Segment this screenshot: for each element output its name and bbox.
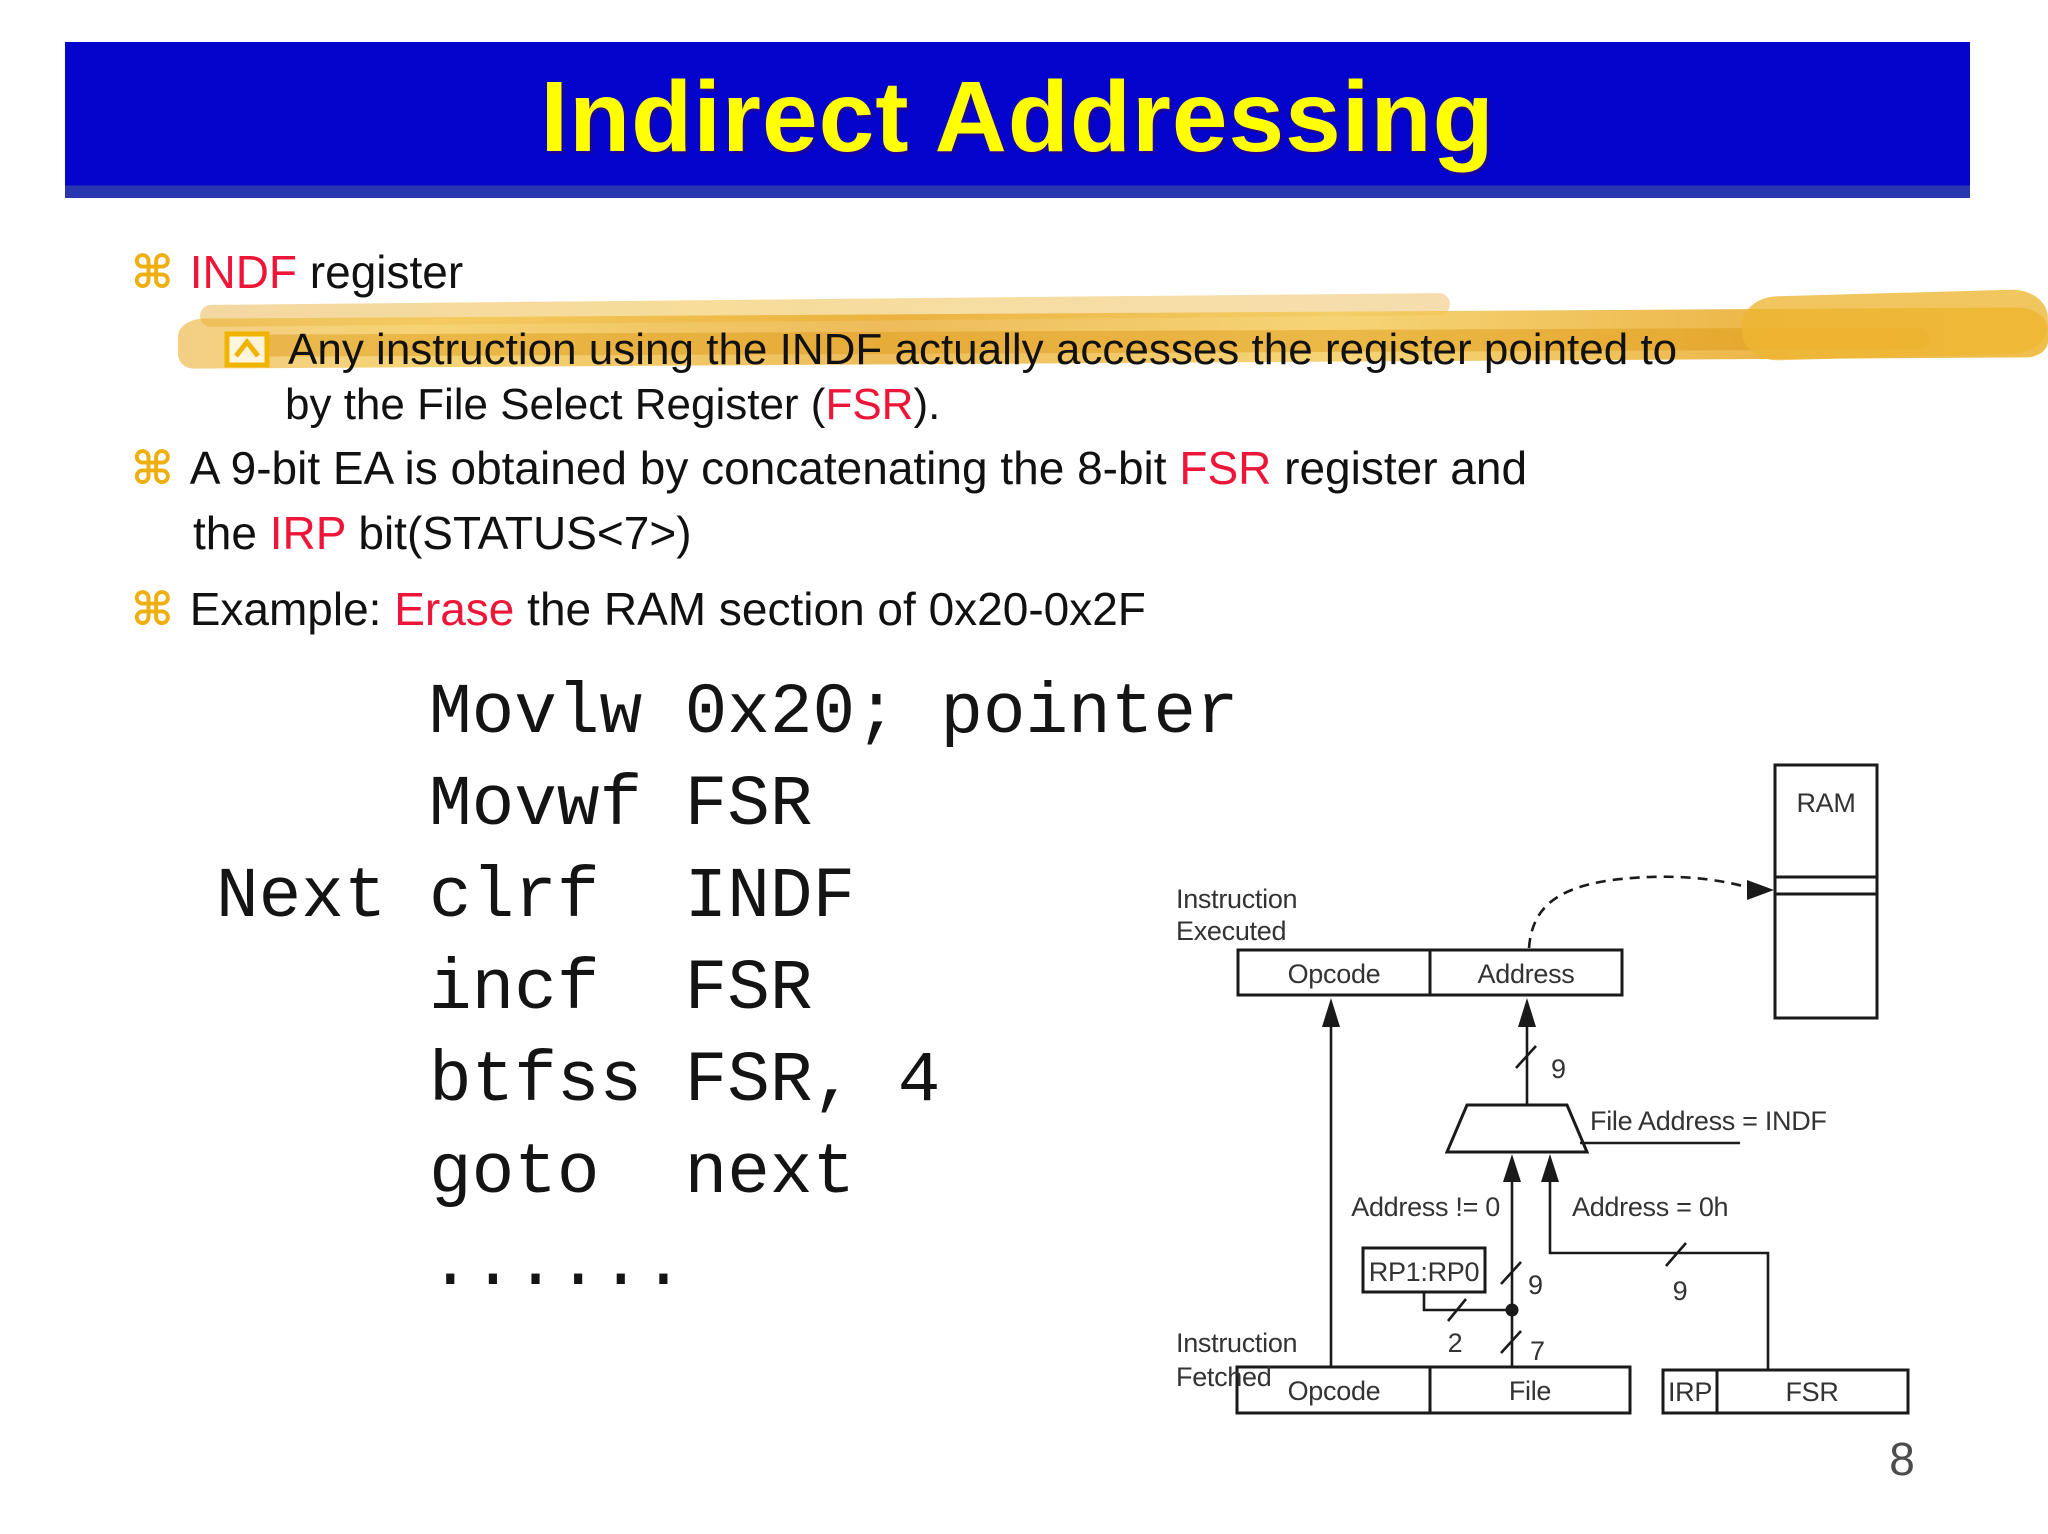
bullet-text: register bbox=[297, 246, 464, 298]
bullet-example-erase: ⌘ Example: Erase the RAM section of 0x20-… bbox=[131, 581, 1146, 637]
bottom-opcode-label: Opcode bbox=[1288, 1376, 1381, 1406]
arrowheads bbox=[1322, 880, 1774, 1317]
bullet-indf-register: ⌘ INDF register bbox=[131, 244, 463, 300]
code-block: Movlw 0x20; pointer Movwf FSR Next clrf I… bbox=[216, 668, 1239, 1312]
title-banner: Indirect Addressing bbox=[65, 42, 1970, 198]
bullet-text-red: FSR bbox=[1179, 442, 1272, 494]
page-number: 8 bbox=[1889, 1433, 1915, 1485]
code-line: btfss FSR, 4 bbox=[216, 1042, 941, 1122]
code-line: ...... bbox=[216, 1226, 685, 1306]
bullet-text: the RAM section of 0x20-0x2F bbox=[514, 583, 1146, 635]
address-equals-zero-label: Address = 0h bbox=[1572, 1192, 1728, 1222]
bus-width-9: 9 bbox=[1528, 1270, 1543, 1300]
code-line: incf FSR bbox=[216, 950, 813, 1030]
fsr-label: FSR bbox=[1785, 1377, 1838, 1407]
bullet-text: bit(STATUS<7>) bbox=[345, 507, 692, 559]
irp-label: IRP bbox=[1668, 1377, 1712, 1407]
indirect-pointer-arrow bbox=[1527, 875, 1751, 949]
rp-bits-box bbox=[1361, 1246, 1487, 1294]
bullet-text: Example: bbox=[189, 583, 395, 635]
code-line: goto next bbox=[216, 1134, 856, 1214]
wire-junction-dot bbox=[1505, 1303, 1519, 1317]
code-line: Next clrf INDF bbox=[216, 858, 856, 938]
instruction-executed-box bbox=[1236, 948, 1624, 997]
bus-width-9: 9 bbox=[1673, 1276, 1688, 1306]
file-address-indf-label: File Address = INDF bbox=[1590, 1106, 1827, 1136]
sub-bullet-text: by the File Select Register ( bbox=[285, 380, 826, 429]
bullet-text-red: IRP bbox=[269, 507, 346, 559]
bullet-text: A 9-bit EA is obtained by concatenating … bbox=[189, 442, 1180, 494]
rp-bits-label: RP1:RP0 bbox=[1369, 1257, 1479, 1287]
bullet-text-red: INDF bbox=[189, 246, 298, 298]
bus-width-7: 7 bbox=[1530, 1336, 1545, 1366]
sub-bullet-line2: by the File Select Register (FSR). bbox=[285, 377, 940, 433]
command-bullet-icon: ⌘ bbox=[131, 582, 174, 636]
bullet-9bit-ea-line2: the IRP bit(STATUS<7>) bbox=[193, 505, 692, 561]
sub-bullet-text: ). bbox=[913, 380, 941, 429]
bottom-file-label: File bbox=[1509, 1376, 1551, 1406]
fsr-register-box bbox=[1661, 1368, 1910, 1415]
page-title: Indirect Addressing bbox=[540, 61, 1495, 173]
ram-box bbox=[1773, 763, 1879, 1020]
bullet-text: the bbox=[193, 507, 270, 559]
code-line: Movlw 0x20; pointer bbox=[216, 674, 1239, 754]
bus-width-2: 2 bbox=[1448, 1328, 1463, 1358]
sub-bullet-text-red: FSR bbox=[825, 380, 914, 429]
ram-label: RAM bbox=[1796, 788, 1855, 818]
instruction-executed-label: Executed bbox=[1176, 916, 1286, 946]
top-address-label: Address bbox=[1478, 959, 1575, 989]
bullet-text: register and bbox=[1271, 442, 1528, 494]
instruction-fetched-box bbox=[1235, 1365, 1632, 1415]
command-bullet-icon: ⌘ bbox=[131, 245, 174, 299]
code-line: Movwf FSR bbox=[216, 766, 813, 846]
mux-trapezoid bbox=[1444, 1103, 1590, 1154]
address-not-zero-label: Address != 0 bbox=[1351, 1192, 1500, 1222]
instruction-fetched-label: Fetched bbox=[1176, 1362, 1271, 1392]
bullet-9bit-ea: ⌘ A 9-bit EA is obtained by concatenating… bbox=[131, 440, 1527, 496]
top-opcode-label: Opcode bbox=[1288, 959, 1381, 989]
bus-width-9: 9 bbox=[1551, 1054, 1566, 1084]
wires bbox=[1329, 875, 1770, 1370]
command-bullet-icon: ⌘ bbox=[131, 441, 174, 495]
instruction-fetched-label: Instruction bbox=[1176, 1328, 1297, 1358]
bullet-text-red: Erase bbox=[394, 583, 515, 635]
instruction-executed-label: Instruction bbox=[1176, 884, 1297, 914]
